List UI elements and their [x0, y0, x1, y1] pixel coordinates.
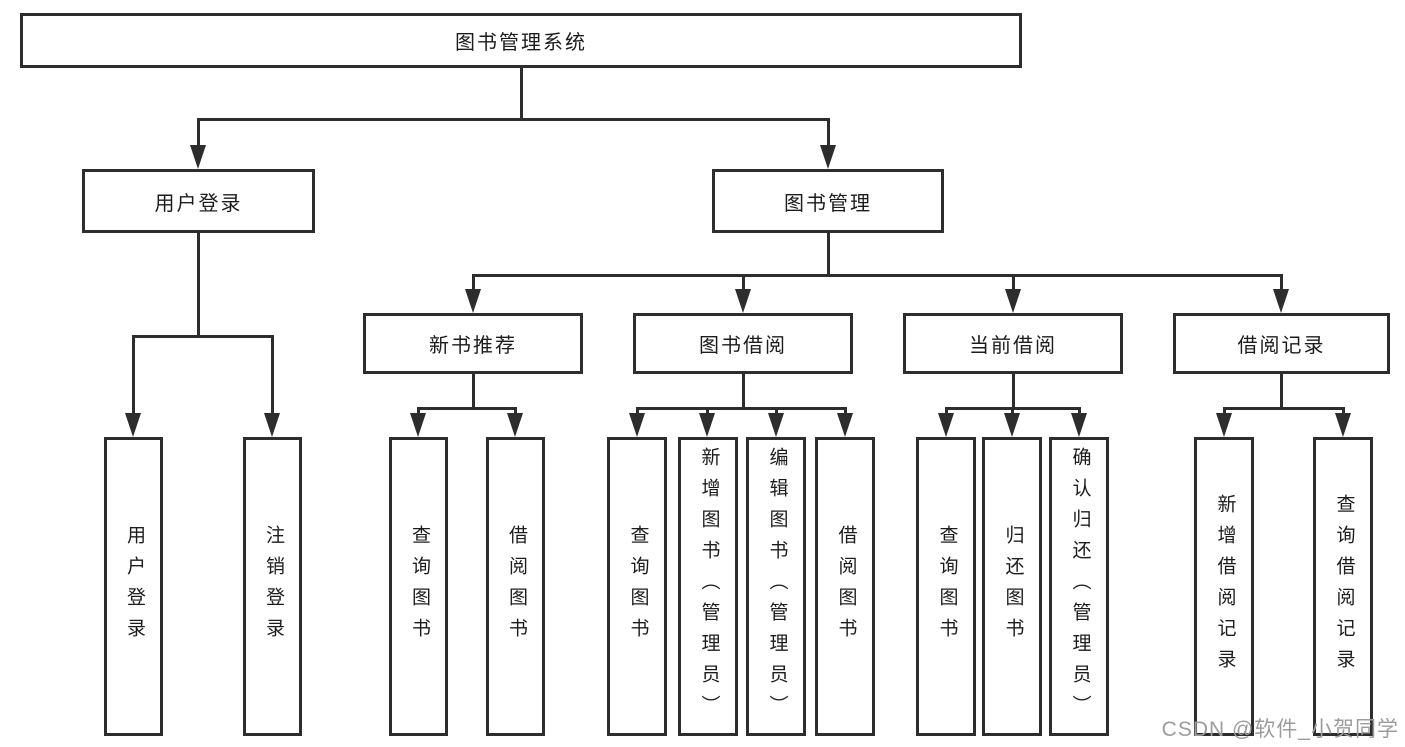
connector-vline: [826, 233, 830, 274]
arrowhead-icon: [410, 413, 426, 437]
connector-stem: [1341, 407, 1345, 417]
node-label: 图书管理: [784, 192, 872, 215]
node-new-book-recommend: 新书推荐: [363, 313, 583, 374]
arrowhead-icon: [768, 413, 784, 437]
leaf-label: 确认归还（管理员）: [1069, 447, 1091, 726]
node-label: 图书管理系统: [455, 32, 587, 54]
connector-stem: [843, 407, 847, 417]
leaf-confirm-return-admin: 确认归还（管理员）: [1049, 437, 1109, 736]
connector-stem: [705, 407, 709, 417]
arrowhead-icon: [938, 413, 954, 437]
leaf-label: 新增图书（管理员）: [698, 447, 720, 726]
connector-stem: [131, 335, 135, 417]
arrowhead-icon: [820, 145, 836, 169]
leaf-label: 归还图书: [1002, 524, 1024, 649]
arrowhead-icon: [1273, 289, 1289, 313]
node-label: 新书推荐: [429, 335, 517, 357]
connector-hline: [196, 118, 830, 121]
arrowhead-icon: [699, 413, 715, 437]
leaf-query-books-3: 查询图书: [916, 437, 976, 736]
csdn-watermark: CSDN @软件_小贺同学: [1161, 718, 1399, 741]
connector-stem: [513, 407, 517, 417]
connector-stem: [1011, 274, 1015, 294]
connector-stem: [1222, 407, 1226, 417]
leaf-borrow-books-1: 借阅图书: [486, 437, 545, 736]
connector-stem: [741, 274, 745, 294]
connector-stem: [196, 118, 200, 152]
arrowhead-icon: [837, 413, 853, 437]
leaf-add-borrow-record: 新增借阅记录: [1194, 437, 1254, 736]
leaf-query-books-1: 查询图书: [389, 437, 448, 736]
connector-stem: [826, 118, 830, 152]
connector-hline: [471, 274, 1283, 277]
arrowhead-icon: [190, 145, 206, 169]
connector-stem: [416, 407, 420, 417]
connector-vline: [471, 374, 475, 407]
arrowhead-icon: [1216, 413, 1232, 437]
leaf-borrow-books-2: 借阅图书: [815, 437, 875, 736]
node-book-borrow: 图书借阅: [633, 313, 853, 374]
connector-stem: [635, 407, 639, 417]
arrowhead-icon: [125, 413, 141, 437]
node-current-borrow: 当前借阅: [903, 313, 1123, 374]
node-label: 当前借阅: [969, 335, 1057, 357]
node-label: 借阅记录: [1237, 335, 1326, 357]
connector-stem: [944, 407, 948, 417]
arrowhead-icon: [629, 413, 645, 437]
connector-stem: [1010, 407, 1014, 417]
leaf-label: 注销登录: [262, 524, 284, 649]
leaf-label: 查询图书: [408, 524, 430, 649]
leaf-query-books-2: 查询图书: [607, 437, 667, 736]
connector-vline: [196, 233, 200, 335]
connector-stem: [270, 335, 274, 417]
leaf-add-books-admin: 新增图书（管理员）: [678, 437, 738, 736]
leaf-logout: 注销登录: [243, 437, 302, 736]
connector-vline: [1279, 374, 1283, 407]
connector-stem: [1077, 407, 1081, 417]
connector-hline: [416, 407, 517, 410]
leaf-edit-books-admin: 编辑图书（管理员）: [746, 437, 806, 736]
node-borrow-records: 借阅记录: [1173, 313, 1390, 374]
connector-vline: [1011, 374, 1015, 407]
arrowhead-icon: [507, 413, 523, 437]
connector-hline: [131, 335, 274, 338]
connector-vline: [741, 374, 745, 407]
leaf-user-login: 用户登录: [104, 437, 163, 736]
arrowhead-icon: [1335, 413, 1351, 437]
node-label: 用户登录: [154, 192, 243, 215]
leaf-query-borrow-record: 查询借阅记录: [1313, 437, 1373, 736]
leaf-label: 查询图书: [627, 524, 649, 649]
node-label: 图书借阅: [699, 335, 787, 357]
node-user-login: 用户登录: [82, 169, 315, 233]
leaf-label: 借阅图书: [835, 524, 857, 649]
connector-vline: [519, 68, 523, 118]
arrowhead-icon: [1071, 413, 1087, 437]
leaf-label: 借阅图书: [505, 524, 527, 649]
connector-stem: [471, 274, 475, 294]
leaf-label: 用户登录: [123, 524, 145, 649]
connector-hline: [1222, 407, 1345, 410]
node-book-management: 图书管理: [712, 169, 944, 233]
arrowhead-icon: [264, 413, 280, 437]
connector-stem: [774, 407, 778, 417]
leaf-label: 查询图书: [936, 524, 958, 649]
arrowhead-icon: [735, 289, 751, 313]
connector-hline: [635, 407, 847, 410]
leaf-return-books: 归还图书: [982, 437, 1042, 736]
arrowhead-icon: [1004, 413, 1020, 437]
leaf-label: 新增借阅记录: [1214, 493, 1236, 680]
connector-stem: [1279, 274, 1283, 294]
leaf-label: 编辑图书（管理员）: [766, 447, 788, 726]
leaf-label: 查询借阅记录: [1333, 493, 1355, 680]
arrowhead-icon: [465, 289, 481, 313]
arrowhead-icon: [1005, 289, 1021, 313]
node-root: 图书管理系统: [20, 13, 1022, 68]
